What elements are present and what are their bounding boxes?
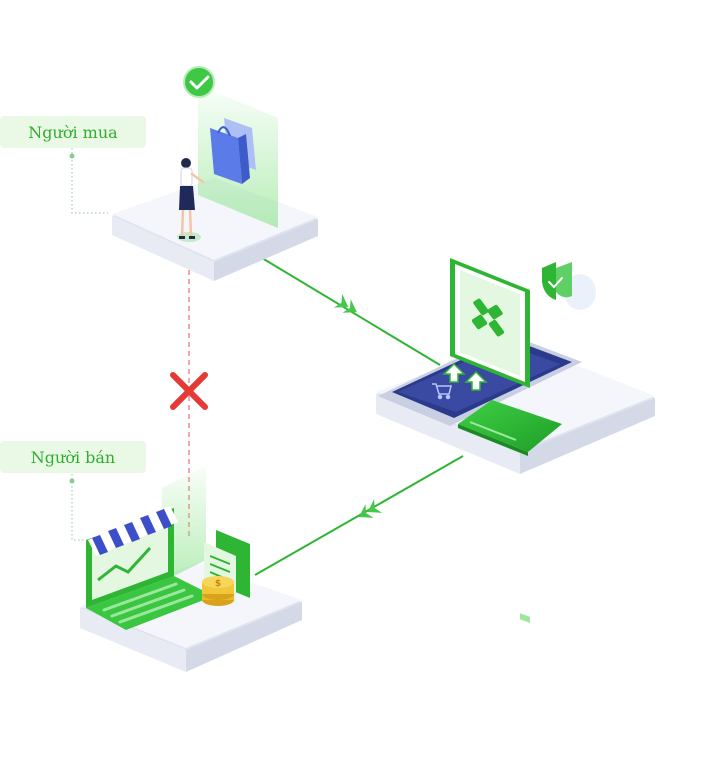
label-connectors: [71, 148, 108, 541]
store-awning: [88, 506, 178, 556]
cart-icon: [432, 383, 452, 400]
coin-stack-icon: $: [202, 576, 234, 606]
double-chevron-icon: [333, 293, 357, 313]
seller-label: Người bán: [0, 441, 146, 473]
buyer-person: [177, 158, 205, 242]
x-mark-icon: [170, 372, 208, 410]
upload-arrows: [442, 362, 488, 391]
shopping-bags: [210, 118, 256, 184]
buyer-label: Người mua: [0, 116, 146, 148]
escrow-shield-card: [450, 258, 530, 388]
double-chevron-icon: [359, 499, 383, 518]
flow-escrow-to-seller: [254, 455, 464, 576]
check-circle-icon: [183, 66, 215, 98]
svg-text:$: $: [215, 579, 221, 589]
shield-check-icon: [542, 262, 596, 310]
credit-card: [458, 400, 562, 623]
